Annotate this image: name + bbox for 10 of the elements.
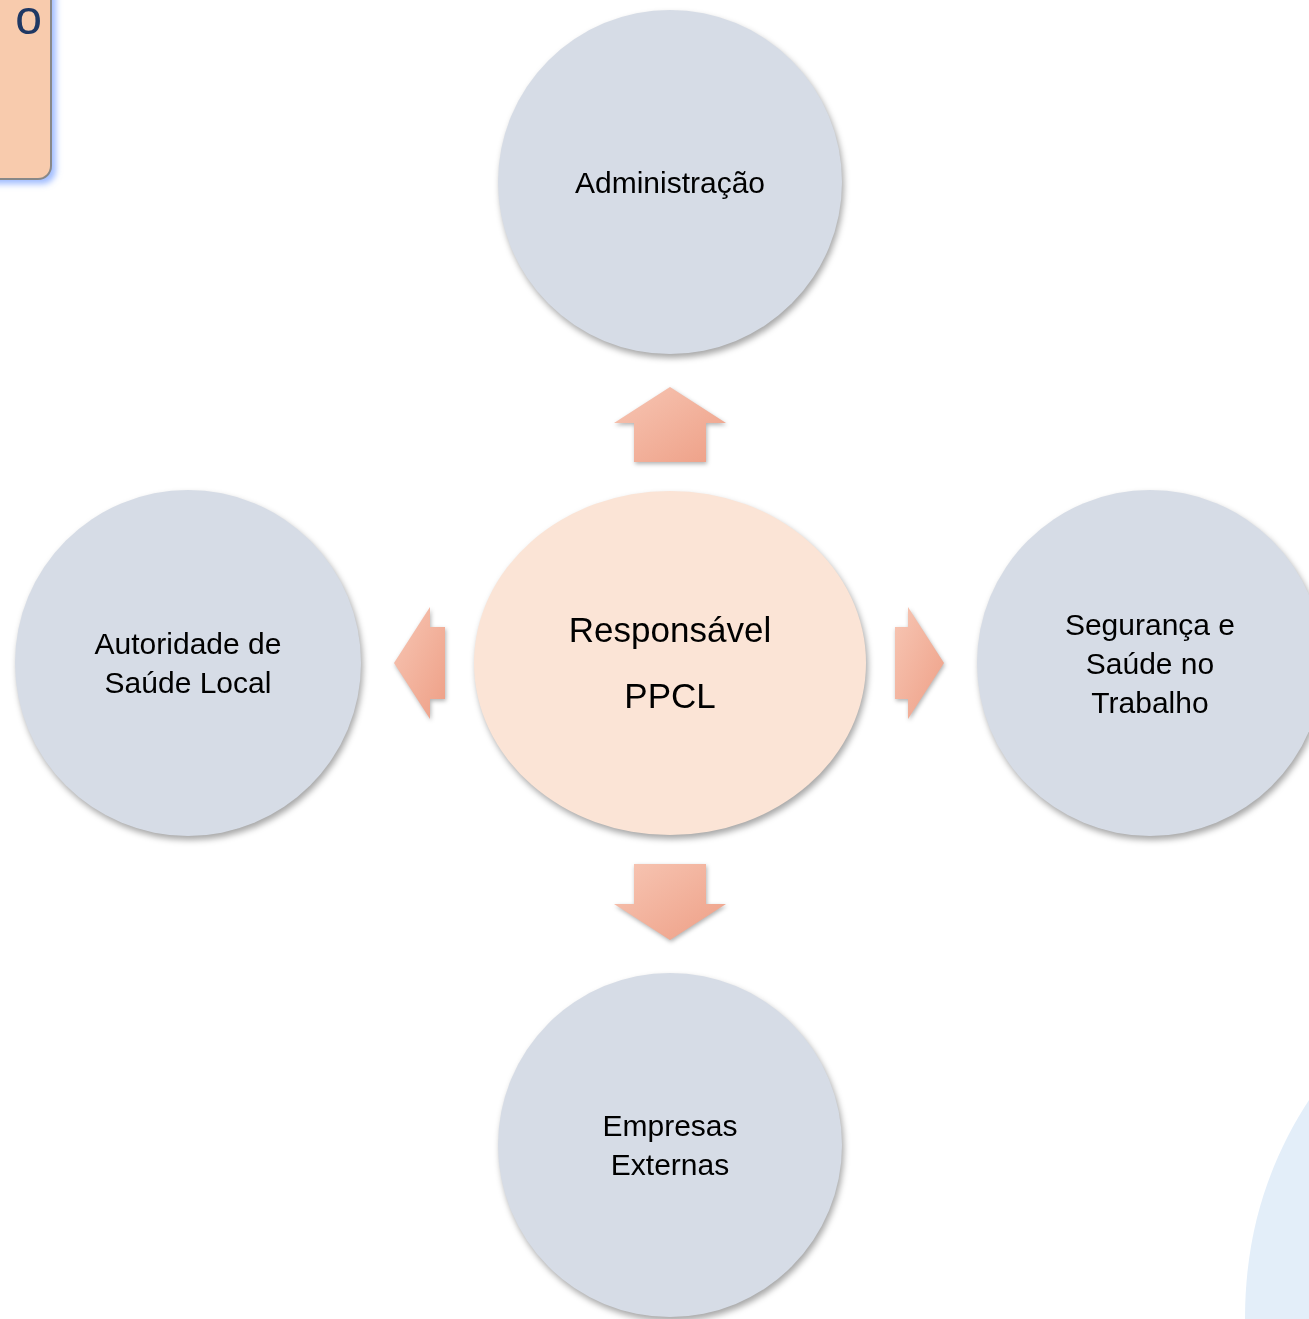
- block-arrow: [895, 607, 944, 719]
- tab-text: o: [15, 0, 42, 42]
- block-arrow: [394, 607, 445, 719]
- node-label: Empresas Externas: [601, 1108, 739, 1183]
- block-arrow: [614, 864, 726, 940]
- node-label: Responsável PPCL: [567, 608, 773, 717]
- node-label: Administração: [574, 164, 766, 201]
- node-label: Autoridade de Saúde Local: [93, 626, 283, 701]
- block-arrow: [614, 387, 726, 462]
- node-label: Segurança e Saúde no Trabalho: [1063, 606, 1237, 721]
